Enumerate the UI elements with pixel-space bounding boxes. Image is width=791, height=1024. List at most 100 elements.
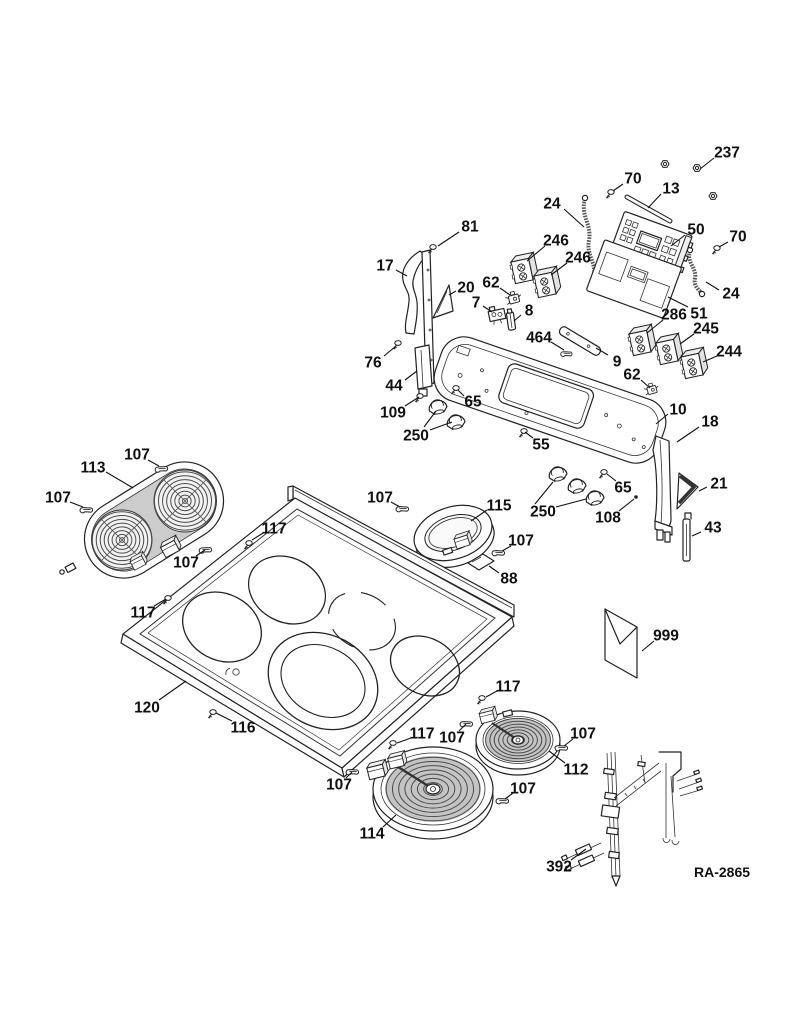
leader-line xyxy=(470,509,488,522)
part-callout-245: 245 xyxy=(693,320,719,337)
leader-line xyxy=(158,680,187,701)
part-120-main-top xyxy=(120,485,515,778)
part-callout-115: 115 xyxy=(486,497,511,514)
part-callout-116: 116 xyxy=(230,719,255,736)
leader-line xyxy=(448,290,457,296)
part-114-element xyxy=(365,746,494,840)
leader-line xyxy=(383,345,397,357)
leader-line xyxy=(429,421,453,431)
part-8-latch xyxy=(505,308,517,331)
part-21-corner-bracket xyxy=(676,472,699,510)
part-callout-65: 65 xyxy=(614,479,632,496)
part-callout-107: 107 xyxy=(510,780,536,797)
leader-line xyxy=(670,234,686,247)
screw-76 xyxy=(392,340,402,350)
leader-line xyxy=(698,486,708,492)
screw-109 xyxy=(414,393,424,403)
part-callout-81: 81 xyxy=(461,218,479,235)
part-callout-43: 43 xyxy=(704,519,722,536)
leader-line xyxy=(395,269,408,277)
leader-line xyxy=(404,370,418,381)
leader-line xyxy=(548,750,566,764)
part-callout-107: 107 xyxy=(508,532,534,549)
leader-line xyxy=(458,723,467,732)
leader-line xyxy=(705,281,720,291)
part-callout-44: 44 xyxy=(385,377,403,394)
leader-line xyxy=(499,287,511,296)
part-115-element xyxy=(413,504,495,568)
part-callout-70: 70 xyxy=(729,228,746,245)
leader-line xyxy=(485,690,498,698)
wire-clip-107 xyxy=(490,547,506,559)
leader-line xyxy=(534,481,554,505)
part-callout-113: 113 xyxy=(80,459,105,476)
wire-clip-107 xyxy=(197,544,213,556)
screw-65 xyxy=(598,469,608,479)
part-callout-24: 24 xyxy=(722,285,740,302)
leader-line xyxy=(679,333,695,345)
leader-line xyxy=(667,296,689,308)
part-callout-107: 107 xyxy=(367,489,393,506)
part-callout-114: 114 xyxy=(359,825,384,842)
leader-line xyxy=(691,531,702,537)
leader-line xyxy=(618,498,635,512)
control-knob-250 xyxy=(546,464,569,484)
part-callout-51: 51 xyxy=(690,305,708,322)
control-knob-250 xyxy=(444,412,467,432)
part-callout-76: 76 xyxy=(364,354,382,371)
part-callout-62: 62 xyxy=(623,366,640,383)
part-callout-244: 244 xyxy=(716,343,742,360)
leader-line xyxy=(718,241,729,248)
part-24-ground-strap-right xyxy=(686,246,706,298)
leader-line xyxy=(563,208,585,228)
leader-line xyxy=(504,792,514,800)
part-callout-464: 464 xyxy=(526,329,552,346)
part-44-side-channel xyxy=(414,344,433,397)
part-callout-250: 250 xyxy=(530,503,556,520)
part-callout-999: 999 xyxy=(653,627,679,644)
part-112-element xyxy=(475,705,561,776)
part-999-literature-pack xyxy=(604,608,638,679)
part-callout-107: 107 xyxy=(439,729,465,746)
leader-line xyxy=(702,355,718,363)
leader-line xyxy=(345,771,353,779)
part-callout-9: 9 xyxy=(613,353,622,370)
leader-line xyxy=(501,545,512,552)
part-callout-50: 50 xyxy=(687,221,704,238)
part-callout-55: 55 xyxy=(532,436,550,453)
part-51-support-bracket xyxy=(586,239,682,319)
part-callout-109: 109 xyxy=(380,404,406,421)
part-callout-120: 120 xyxy=(134,699,160,716)
part-callout-13: 13 xyxy=(662,180,680,197)
part-callout-237: 237 xyxy=(714,144,740,161)
leader-line xyxy=(563,738,574,747)
part-10-control-panel xyxy=(433,336,667,464)
part-callout-117: 117 xyxy=(130,604,155,621)
screw-116 xyxy=(207,709,217,719)
surface-switch-244 xyxy=(677,346,710,380)
part-callout-88: 88 xyxy=(500,570,518,587)
leader-line xyxy=(550,341,565,351)
control-knob-250 xyxy=(583,488,606,508)
leader-line xyxy=(105,471,134,489)
leader-line xyxy=(646,319,664,334)
hex-nut xyxy=(660,160,670,168)
leader-line xyxy=(555,498,587,508)
part-callout-246: 246 xyxy=(565,249,591,266)
leader-line xyxy=(382,814,397,828)
part-callout-392: 392 xyxy=(546,858,572,875)
control-knob-250 xyxy=(565,476,588,496)
leader-line xyxy=(147,459,160,467)
leader-line xyxy=(396,737,412,744)
part-callout-107: 107 xyxy=(326,776,352,793)
part-callout-246: 246 xyxy=(543,232,569,249)
part-callout-107: 107 xyxy=(173,554,199,571)
part-18-end-cap xyxy=(652,435,673,543)
part-callout-7: 7 xyxy=(472,294,481,311)
leader-line xyxy=(153,598,167,607)
leader-line xyxy=(423,410,437,428)
part-callout-65: 65 xyxy=(464,393,482,410)
part-callout-8: 8 xyxy=(525,302,534,319)
wire-clip-107 xyxy=(458,718,474,730)
